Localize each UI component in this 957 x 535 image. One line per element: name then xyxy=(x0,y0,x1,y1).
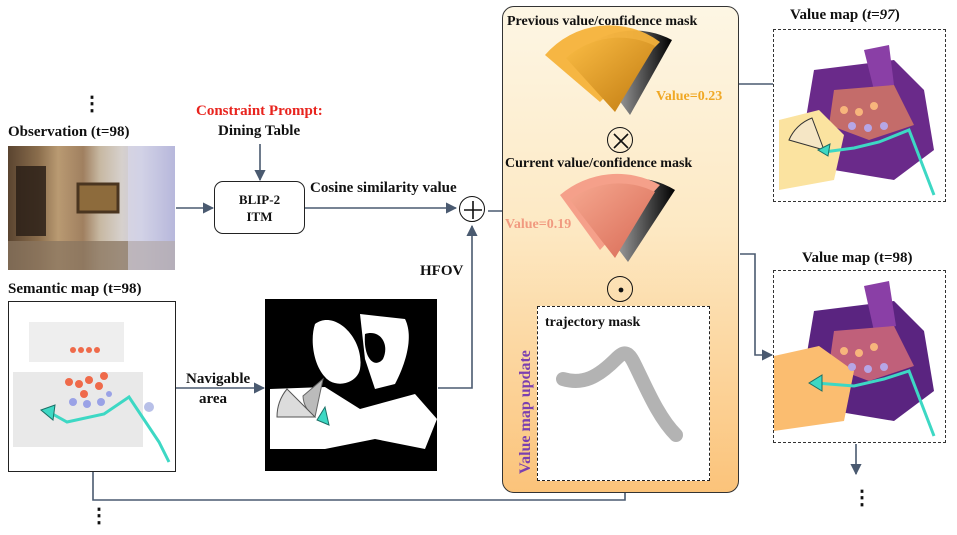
trajectory-mask-drawing xyxy=(556,346,683,442)
value-map-update-label: Value map update xyxy=(517,350,534,474)
sum-operator-icon xyxy=(459,196,485,222)
hadamard-operator-icon xyxy=(607,276,633,302)
semantic-map-title: Semantic map (t=98) xyxy=(8,281,142,297)
current-mask-title: Current value/confidence mask xyxy=(505,156,693,171)
value-map-98-drawing xyxy=(774,281,936,437)
arrow-navigable-to-sum xyxy=(438,224,478,389)
observation-scene xyxy=(8,146,175,270)
value-map-97-title-var: t=97 xyxy=(866,7,895,23)
value-map-97-title-prefix: Value map ( xyxy=(790,7,867,23)
bottom-right-ellipsis: ⋮ xyxy=(852,487,872,509)
value-map-97-drawing xyxy=(779,45,936,196)
blip2-itm-box: BLIP-2 ITM xyxy=(214,181,305,234)
navigable-label-line2: area xyxy=(199,391,228,407)
constraint-prompt-title: Constraint Prompt: xyxy=(196,103,323,119)
blip2-label: BLIP-2 xyxy=(238,192,281,207)
navigable-label-line1: Navigable xyxy=(186,371,251,387)
multiply-operator-icon xyxy=(607,127,633,153)
arrow-panel-to-valuemap98 xyxy=(740,253,774,361)
bottom-left-ellipsis: ⋮ xyxy=(89,505,109,527)
navigable-area-image xyxy=(265,299,437,471)
hfov-label: HFOV xyxy=(420,263,464,279)
trajectory-mask-title: trajectory mask xyxy=(545,315,641,330)
top-ellipsis: ⋮ xyxy=(82,93,102,115)
previous-mask-title: Previous value/confidence mask xyxy=(507,14,698,29)
semantic-map-image xyxy=(8,301,176,472)
constraint-prompt-text: Dining Table xyxy=(218,123,301,139)
observation-title: Observation (t=98) xyxy=(8,124,130,140)
current-value-label: Value=0.19 xyxy=(505,217,572,232)
value-map-97-title-suffix: ) xyxy=(894,7,900,23)
cosine-similarity-label: Cosine similarity value xyxy=(310,180,457,196)
itm-label: ITM xyxy=(246,209,273,224)
previous-value-label: Value=0.23 xyxy=(656,89,723,104)
navigable-area-drawing xyxy=(270,314,437,449)
value-map-98-image xyxy=(773,270,946,443)
value-map-98-title: Value map (t=98) xyxy=(802,250,913,266)
observation-image xyxy=(8,146,175,270)
trajectory-mask-box xyxy=(537,306,710,481)
value-map-97-title: Value map (t=97) xyxy=(790,8,900,23)
value-map-97-image xyxy=(773,29,946,202)
semantic-map-drawing xyxy=(13,322,171,463)
